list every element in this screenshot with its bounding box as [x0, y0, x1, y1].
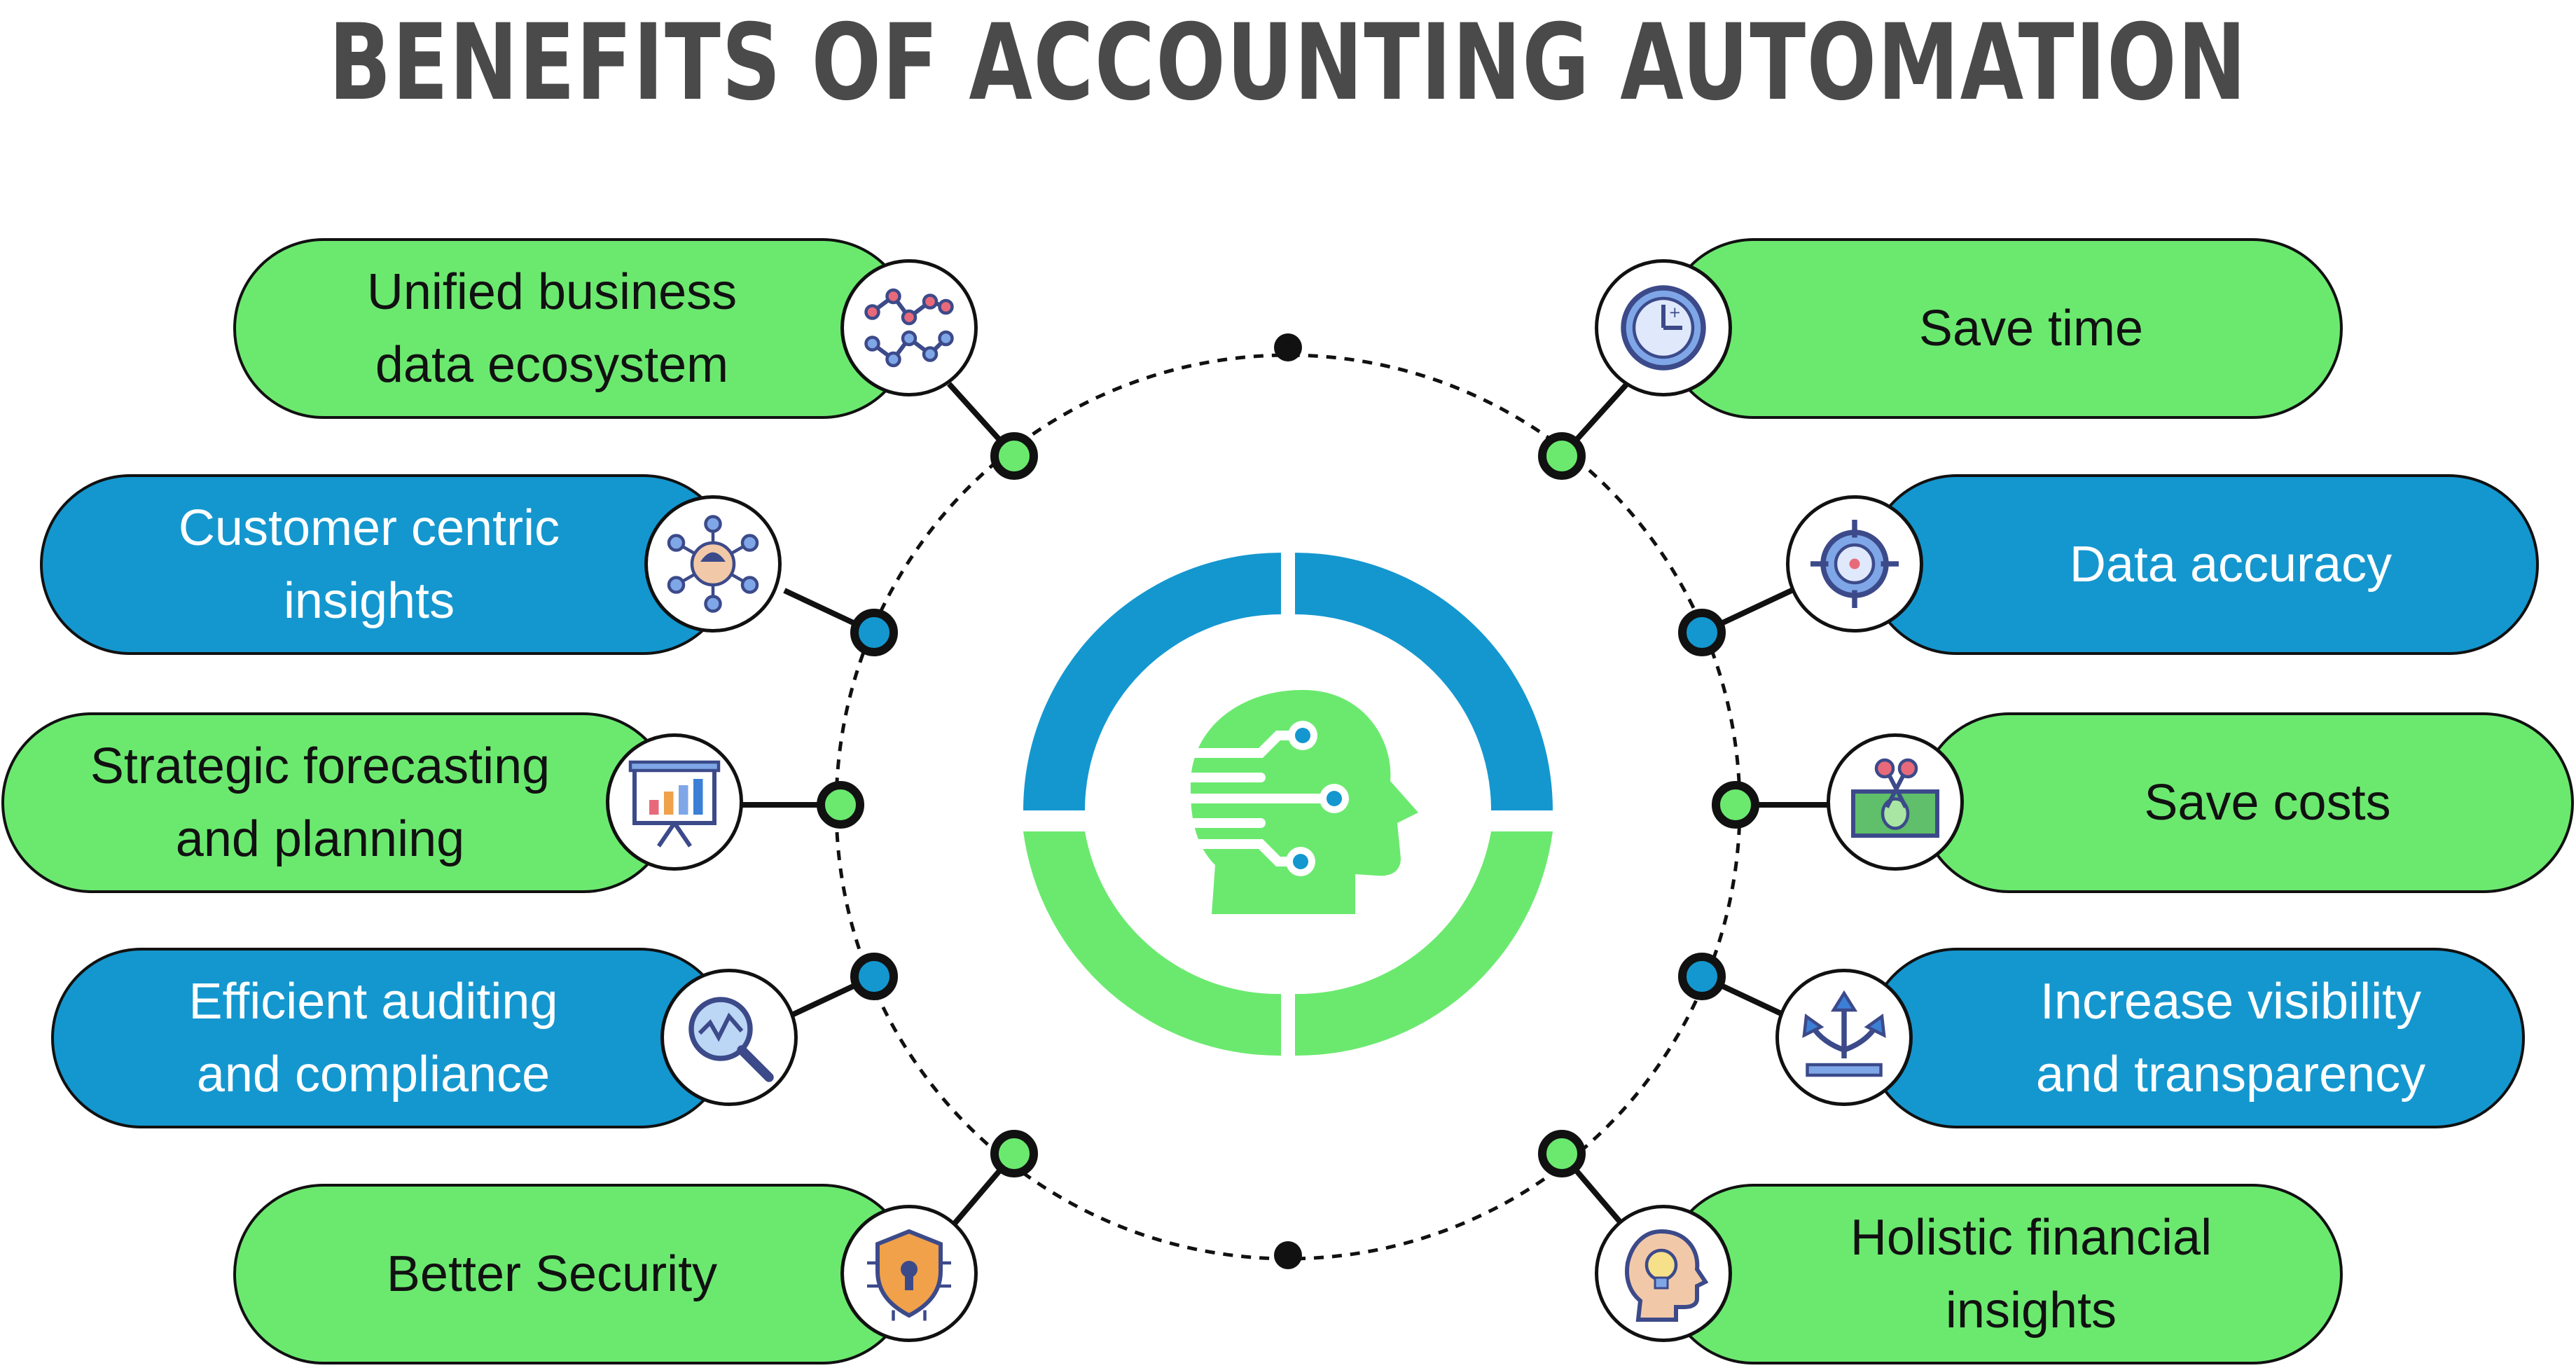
benefit-pill-left-5: Better Security: [233, 1184, 913, 1364]
benefit-pill-right-1: Save time: [1663, 238, 2343, 419]
benefit-pill-left-1: Unified business data ecosystem: [233, 238, 913, 419]
benefit-label: Strategic forecasting and planning: [90, 738, 550, 867]
customer-network-icon: [667, 515, 759, 613]
benefit-label: Unified business data ecosystem: [366, 264, 738, 393]
magnifier-analytics-icon: [688, 997, 774, 1082]
icon-circle-right-2: [1786, 495, 1923, 633]
icon-circle-right-4: [1775, 969, 1913, 1106]
orbit-dot-top: [1274, 333, 1302, 361]
benefit-pill-left-3: Strategic forecasting and planning: [1, 712, 674, 893]
icon-circle-left-3: [606, 733, 743, 871]
benefit-label: Customer centric insights: [178, 500, 560, 629]
benefit-label: Save costs: [2144, 775, 2391, 831]
benefit-pill-left-4: Efficient auditing and compliance: [51, 948, 730, 1128]
benefit-pill-right-5: Holistic financial insights: [1663, 1184, 2343, 1364]
head-bulb-icon: [1625, 1229, 1709, 1322]
icon-circle-left-5: [840, 1205, 978, 1342]
network-graph-icon: [864, 288, 954, 368]
svg-text:+: +: [1669, 304, 1682, 321]
icon-circle-left-4: [660, 969, 798, 1106]
benefit-pill-right-2: Data accuracy: [1867, 474, 2539, 655]
target-icon: [1810, 520, 1899, 608]
benefit-label: Increase visibility and transparency: [2035, 974, 2426, 1103]
split-arrows-icon: [1802, 990, 1886, 1077]
clock-icon: +: [1621, 285, 1706, 371]
icon-circle-right-5: [1595, 1205, 1732, 1342]
icon-circle-left-1: [840, 259, 978, 396]
page-title: BENEFITS OF ACCOUNTING AUTOMATION: [328, 2, 2248, 124]
benefit-label: Data accuracy: [2069, 537, 2393, 593]
orbit-dot-bottom: [1274, 1241, 1302, 1269]
icon-circle-right-3: [1827, 733, 1964, 871]
benefit-pill-right-4: Increase visibility and transparency: [1867, 948, 2525, 1128]
icon-circle-left-2: [644, 495, 782, 633]
icon-circle-right-1: +: [1595, 259, 1732, 396]
center-ring: [1023, 553, 1553, 1056]
benefit-label: Better Security: [386, 1246, 718, 1302]
presentation-chart-icon: [628, 760, 721, 848]
benefit-pill-right-3: Save costs: [1919, 712, 2574, 893]
benefit-label: Efficient auditing and compliance: [188, 974, 558, 1103]
connector-nodes: [817, 432, 1759, 1177]
benefit-pill-left-2: Customer centric insights: [40, 474, 733, 655]
benefit-label: Save time: [1918, 300, 2144, 357]
ai-head-icon: [1186, 690, 1418, 914]
benefit-label: Holistic financial insights: [1850, 1210, 2213, 1339]
shield-lock-icon: [867, 1229, 951, 1321]
money-cut-icon: [1851, 758, 1939, 838]
